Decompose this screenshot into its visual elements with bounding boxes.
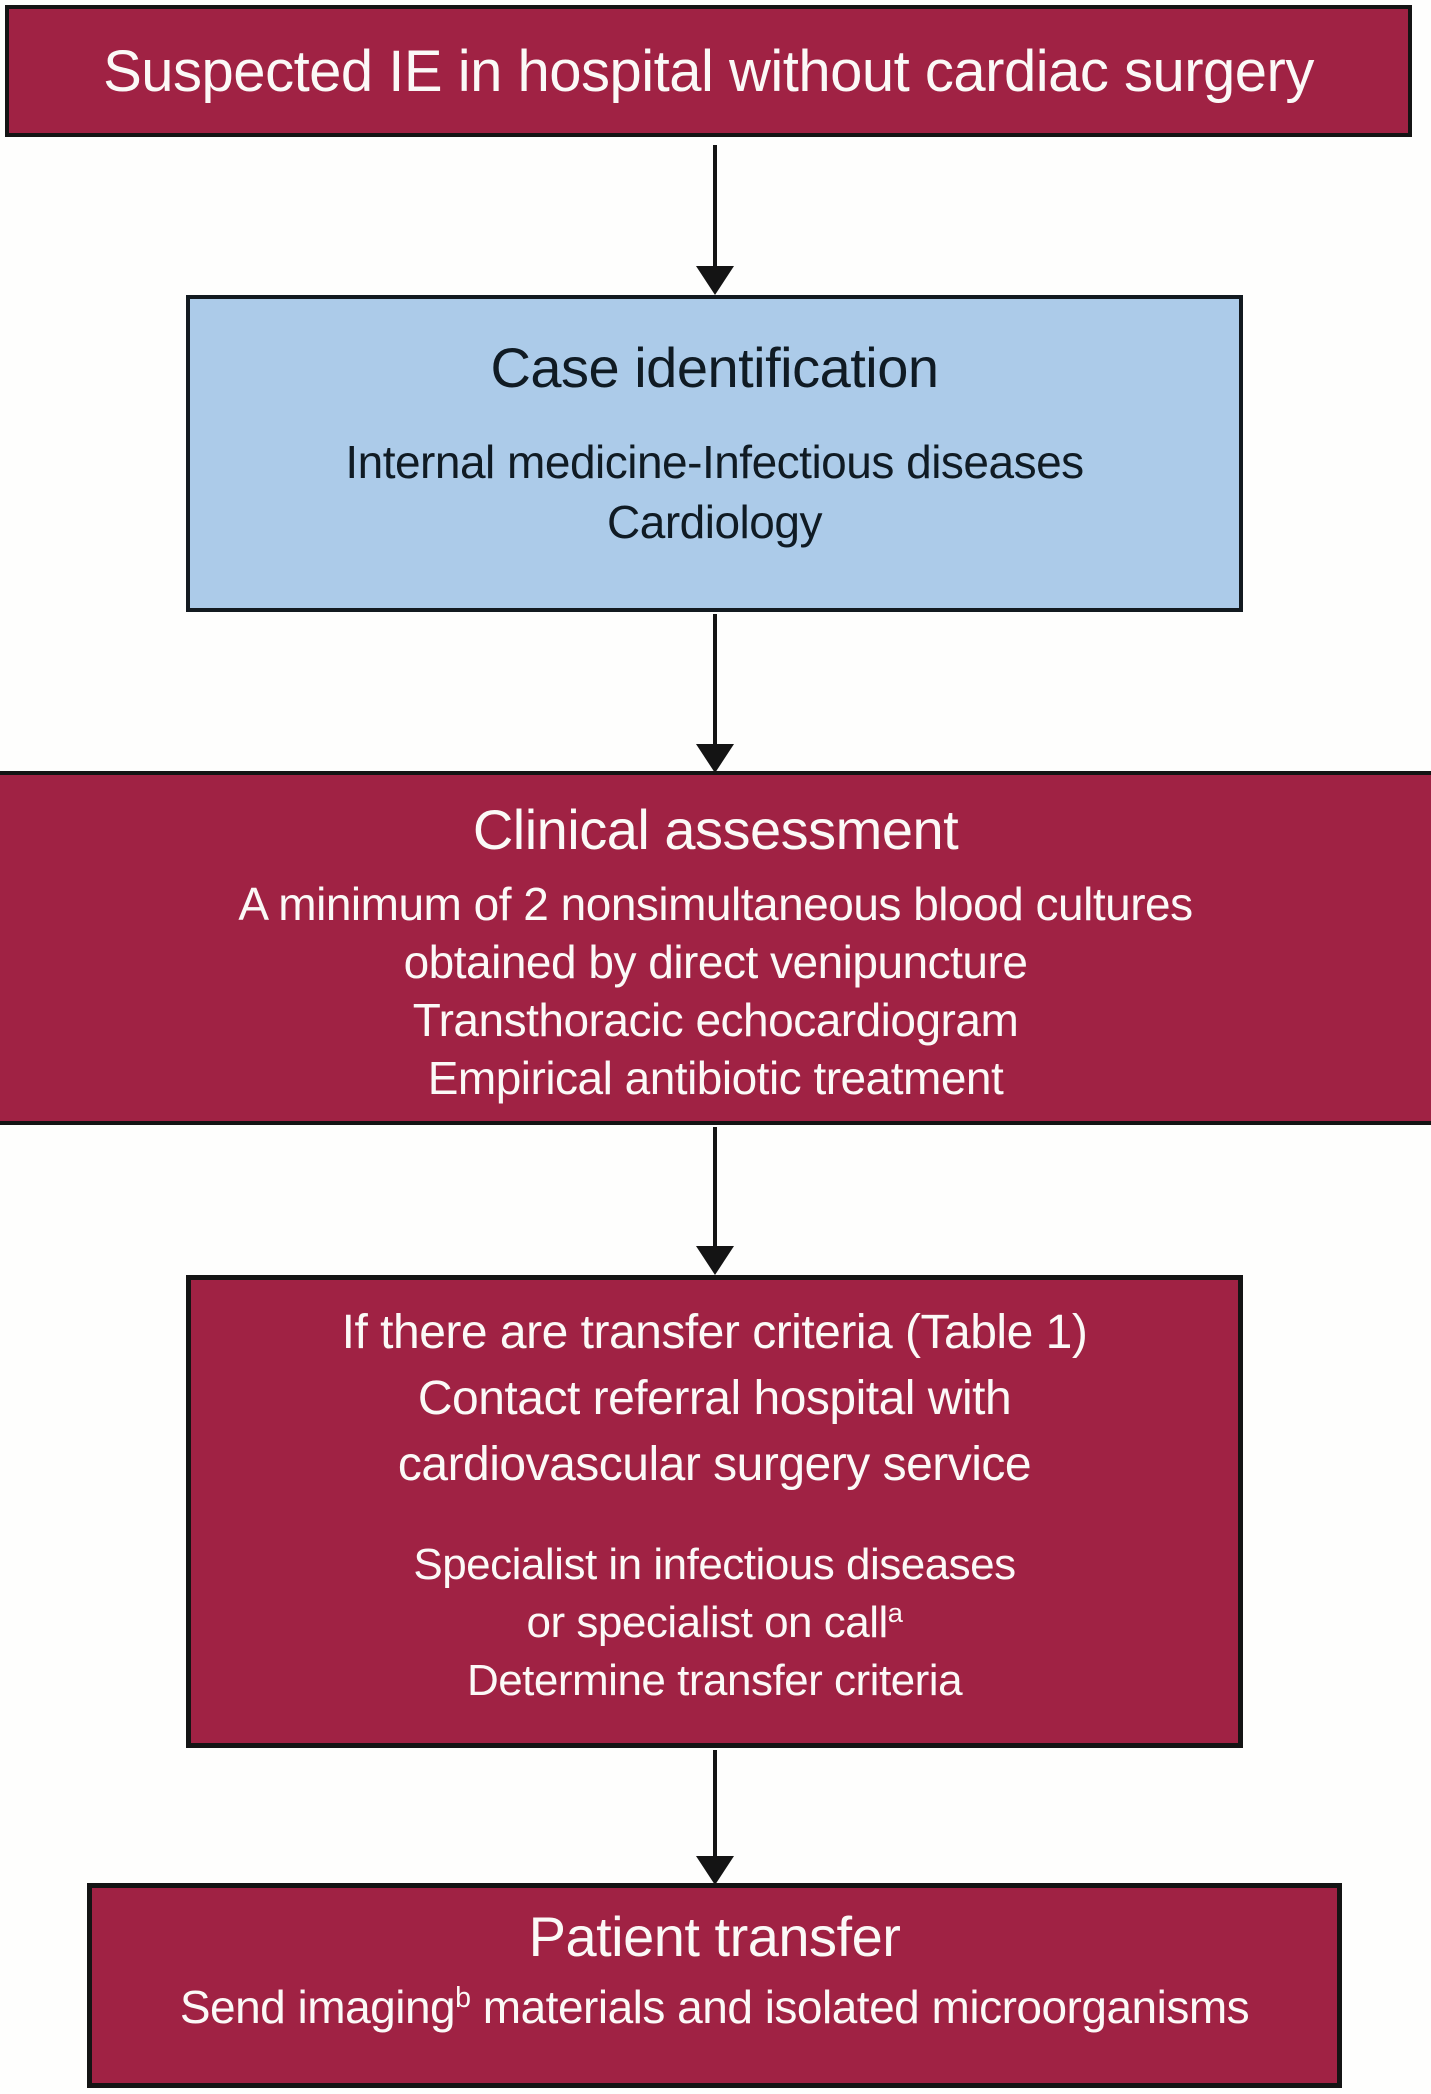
node-line: obtained by direct venipuncture bbox=[403, 936, 1028, 988]
node-line: Internal medicine-Infectious diseases bbox=[345, 436, 1084, 488]
node-line: Specialist in infectious diseases bbox=[413, 1540, 1016, 1589]
node-line-text: materials and isolated microorganisms bbox=[470, 1981, 1250, 2033]
arrow-stem bbox=[713, 1750, 717, 1856]
flow-arrow-down-icon bbox=[696, 1750, 734, 1885]
spacer bbox=[191, 1498, 1238, 1536]
arrow-head bbox=[696, 266, 734, 295]
footnote-marker-a: a bbox=[887, 1597, 903, 1628]
node-line: cardiovascular surgery service bbox=[397, 1438, 1032, 1491]
flow-arrow-down-icon bbox=[696, 145, 734, 295]
spacer bbox=[92, 1970, 1337, 1978]
node-title: Patient transfer bbox=[528, 1905, 901, 1968]
flow-arrow-down-icon bbox=[696, 614, 734, 773]
node-line: If there are transfer criteria (Table 1) bbox=[341, 1306, 1088, 1359]
node-line: Cardiology bbox=[607, 496, 822, 548]
node-line: Contact referral hospital with bbox=[417, 1372, 1012, 1425]
node-line: A minimum of 2 nonsimultaneous blood cul… bbox=[238, 878, 1193, 930]
spacer bbox=[190, 399, 1239, 432]
banner-text: Suspected IE in hospital without cardiac… bbox=[103, 38, 1314, 104]
node-line-text: Send imaging bbox=[179, 1981, 456, 2033]
spacer bbox=[0, 861, 1431, 875]
node-patient-transfer: Patient transfer Send imagingb materials… bbox=[87, 1883, 1342, 2088]
arrow-stem bbox=[713, 1127, 717, 1246]
node-line: or specialist on calla bbox=[191, 1594, 1238, 1652]
node-case-identification: Case identification Internal medicine-In… bbox=[186, 295, 1243, 612]
flow-arrow-down-icon bbox=[696, 1127, 734, 1275]
arrow-stem bbox=[713, 614, 717, 744]
node-clinical-assessment: Clinical assessment A minimum of 2 nonsi… bbox=[0, 771, 1431, 1125]
node-line: Determine transfer criteria bbox=[466, 1656, 963, 1705]
node-title: Clinical assessment bbox=[472, 798, 959, 861]
node-transfer-criteria: If there are transfer criteria (Table 1)… bbox=[186, 1275, 1243, 1748]
node-line: Transthoracic echocardiogram bbox=[412, 994, 1019, 1046]
arrow-head bbox=[696, 1246, 734, 1275]
arrow-head bbox=[696, 744, 734, 773]
node-title: Case identification bbox=[490, 336, 939, 399]
node-line: Send imagingb materials and isolated mic… bbox=[92, 1978, 1337, 2036]
node-line: Empirical antibiotic treatment bbox=[427, 1052, 1004, 1104]
node-line-text: or specialist on call bbox=[526, 1598, 889, 1647]
footnote-marker-b: b bbox=[455, 1982, 471, 2015]
banner-suspected-ie: Suspected IE in hospital without cardiac… bbox=[5, 5, 1412, 137]
arrow-head bbox=[696, 1856, 734, 1885]
arrow-stem bbox=[713, 145, 717, 266]
